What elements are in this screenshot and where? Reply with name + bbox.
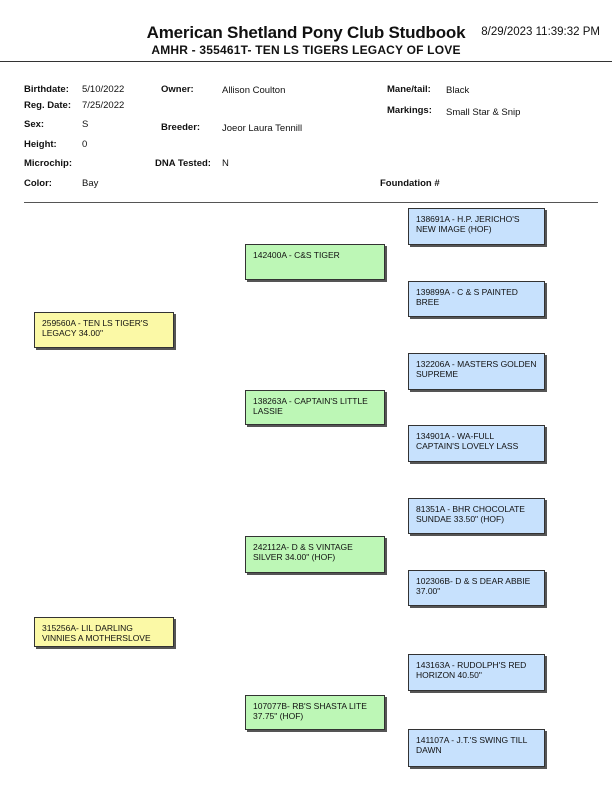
header-divider [0,61,612,62]
breeder-label: Breeder: [161,122,201,133]
height-value: 0 [82,139,88,150]
pedigree-gg-5: 81351A - BHR CHOCOLATE SUNDAE 33.50" (HO… [408,498,545,534]
owner-value: Allison Coulton [222,85,286,96]
sex-value: S [82,119,89,130]
color-label: Color: [24,178,52,189]
dna-tested-label: DNA Tested: [155,158,211,169]
breeder-value: Joeor Laura Tennill [222,123,303,134]
markings-label: Markings: [387,105,432,116]
height-label: Height: [24,139,57,150]
registration-subtitle: AMHR - 355461T- TEN LS TIGERS LEGACY OF … [151,43,461,57]
dna-tested-value: N [222,158,229,169]
mane-tail-label: Mane/tail: [387,84,431,95]
color-value: Bay [82,178,99,189]
regdate-value: 7/25/2022 [82,100,125,111]
pedigree-gg-8: 141107A - J.T.'S SWING TILL DAWN [408,729,545,767]
details-divider [24,202,598,203]
pedigree-gg-6: 102306B- D & S DEAR ABBIE 37.00" [408,570,545,606]
pedigree-sire: 259560A - TEN LS TIGER'S LEGACY 34.00" [34,312,174,348]
studbook-title: American Shetland Pony Club Studbook [146,23,466,42]
markings-value: Small Star & Snip [446,107,521,118]
pedigree-dam-dam: 107077B- RB'S SHASTA LITE 37.75" (HOF) [245,695,385,730]
pedigree-gg-2: 139899A - C & S PAINTED BREE [408,281,545,317]
pedigree-sire-dam: 138263A - CAPTAIN'S LITTLE LASSIE [245,390,385,425]
microchip-label: Microchip: [24,158,73,169]
regdate-label: Reg. Date: [24,100,71,111]
pedigree-dam-sire: 242112A- D & S VINTAGE SILVER 34.00" (HO… [245,536,385,573]
pedigree-dam: 315256A- LIL DARLING VINNIES A MOTHERSLO… [34,617,174,647]
mane-tail-value: Black [446,85,470,96]
pedigree-gg-4: 134901A - WA-FULL CAPTAIN'S LOVELY LASS [408,425,545,462]
foundation-label: Foundation # [380,178,440,189]
birthdate-label: Birthdate: [24,84,69,95]
birthdate-value: 5/10/2022 [82,84,125,95]
pedigree-gg-7: 143163A - RUDOLPH'S RED HORIZON 40.50" [408,654,545,691]
owner-label: Owner: [161,84,194,95]
pedigree-gg-1: 138691A - H.P. JERICHO'S NEW IMAGE (HOF) [408,208,545,245]
sex-label: Sex: [24,119,45,130]
print-timestamp: 8/29/2023 11:39:32 PM [481,26,600,38]
pedigree-gg-3: 132206A - MASTERS GOLDEN SUPREME [408,353,545,390]
pedigree-sire-sire: 142400A - C&S TIGER [245,244,385,280]
